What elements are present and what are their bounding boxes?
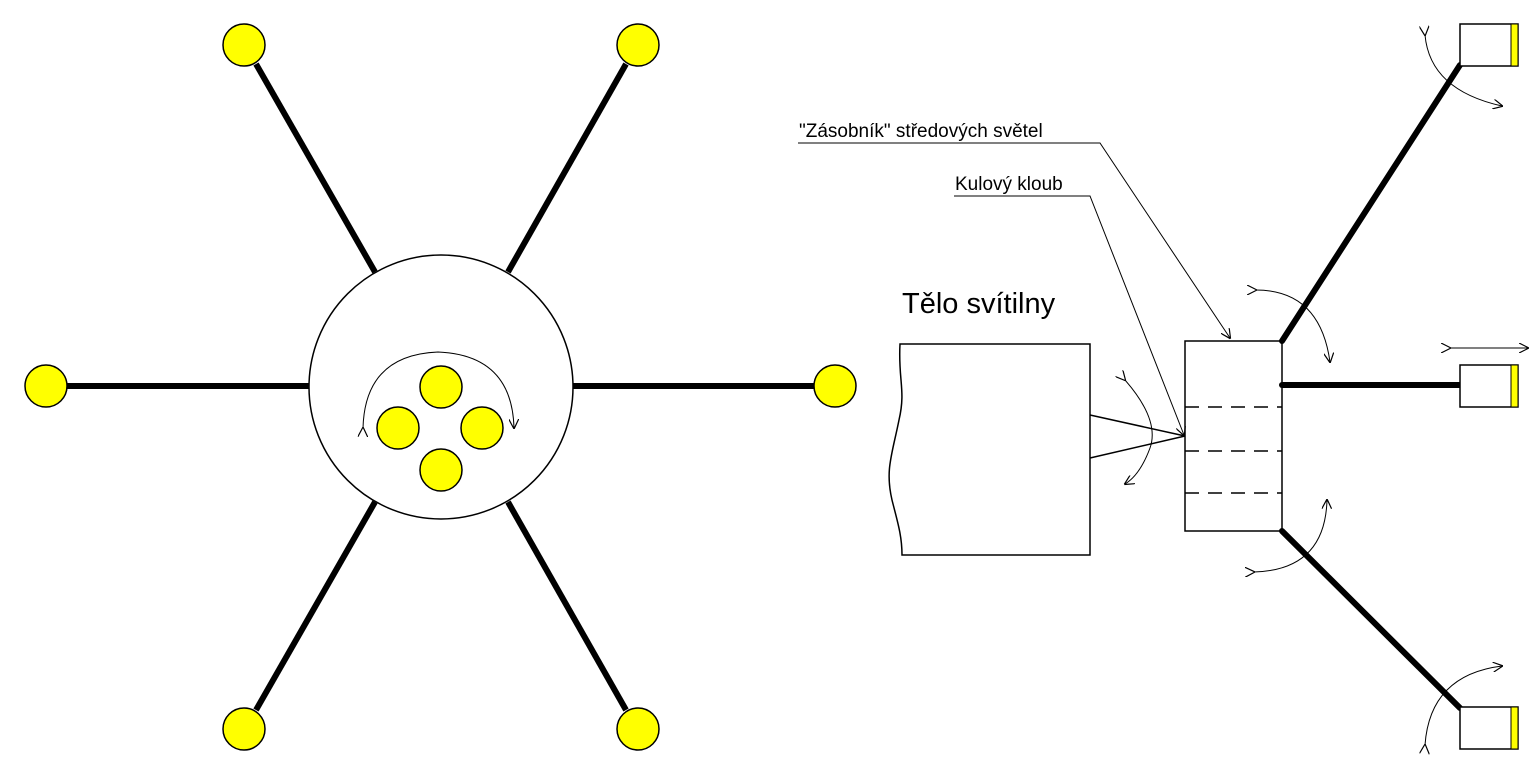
storage-dividers <box>1185 406 1282 494</box>
rotation-arrow <box>363 351 514 428</box>
upper-arm-rotation-arrow <box>1256 290 1330 362</box>
upper-head-rotation-arrow <box>1425 35 1502 106</box>
lamp-head-lower <box>1459 706 1519 750</box>
joint-leader <box>954 195 1184 435</box>
light-top-right <box>616 23 660 67</box>
leaders <box>798 142 1230 435</box>
joint-label: Kulový kloub <box>955 174 1063 195</box>
arm-lower-left <box>253 500 378 712</box>
center-light-top <box>419 365 463 409</box>
lamp-body <box>888 343 1091 556</box>
side-view: "Zásobník" středových světel Kulový klou… <box>798 23 1528 750</box>
side-arm-lower <box>1279 528 1463 711</box>
lamp-body-title: Tělo svítilny <box>902 288 1056 320</box>
light-bottom-right <box>616 707 660 751</box>
side-arms <box>1279 62 1463 711</box>
arm-lower-right <box>505 500 629 712</box>
storage-leader <box>798 142 1230 338</box>
arm-upper-left <box>253 62 378 274</box>
lamp-head-middle <box>1459 364 1519 408</box>
center-light-right <box>460 406 504 450</box>
light-bottom-left <box>222 707 266 751</box>
arm-upper-right <box>505 62 629 274</box>
lower-head-rotation-arrow <box>1425 666 1502 745</box>
storage-label: "Zásobník" středových světel <box>799 121 1043 142</box>
light-right <box>813 364 857 408</box>
side-lamp-heads <box>1459 23 1519 750</box>
outer-lights <box>24 23 857 751</box>
center-light-bottom <box>419 448 463 492</box>
joint-rotation-arrow <box>1125 380 1153 484</box>
joint-cone <box>1089 414 1186 459</box>
lamp-head-upper <box>1459 23 1519 67</box>
light-top-left <box>222 23 266 67</box>
side-arm-upper <box>1279 62 1463 344</box>
lower-arm-rotation-arrow <box>1254 500 1327 572</box>
storage-box <box>1184 340 1283 532</box>
center-light-left <box>376 406 420 450</box>
movement-arrows <box>1254 35 1528 745</box>
top-view <box>24 23 857 751</box>
arms <box>67 62 815 712</box>
light-left <box>24 364 68 408</box>
